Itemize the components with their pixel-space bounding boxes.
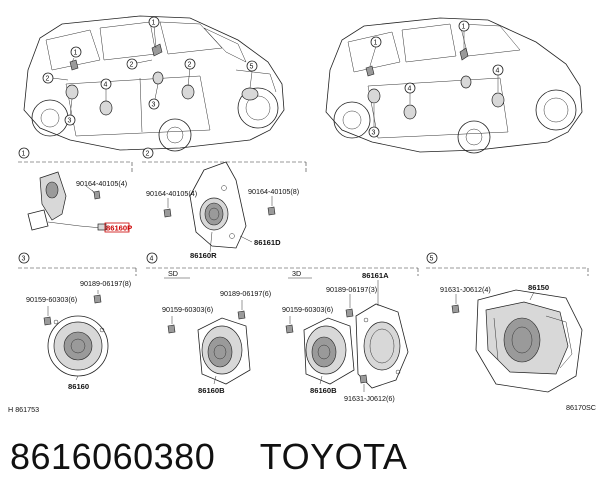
callout-4: 4 bbox=[496, 68, 500, 75]
section-number-5: 5 bbox=[430, 256, 434, 263]
footer: 8616060380 TOYOTA bbox=[10, 436, 407, 478]
brand-name: TOYOTA bbox=[259, 436, 408, 477]
section-1: 1 90164-40105(4) 86160P bbox=[18, 147, 133, 233]
part-label-86161D: 86161D bbox=[254, 238, 281, 247]
part-label-90164-40105-4-b: 90164-40105(4) bbox=[146, 189, 197, 198]
callout-5: 5 bbox=[250, 64, 254, 71]
section-5: 5 91631-J0612(4) 86150 bbox=[426, 252, 589, 393]
part-label-90189-06197-6: 90189-06197(6) bbox=[220, 289, 271, 298]
callout-3: 3 bbox=[152, 102, 156, 109]
part-number: 8616060380 bbox=[10, 436, 216, 477]
section-3: 3 90189-06197(8) 90159-60303(6) 86160 bbox=[18, 252, 137, 391]
part-label-86161A: 86161A bbox=[362, 271, 389, 280]
part-label-86160P: 86160P bbox=[106, 224, 132, 233]
section-number-2: 2 bbox=[146, 151, 150, 158]
parts-diagram: 1 2 3 2 4 5 3 2 1 1 1 3 4 bbox=[8, 15, 596, 414]
section-4: 4 SD 3D 90189-06197(6) 90159-60303(6) 86… bbox=[146, 252, 419, 403]
callout-2: 2 bbox=[188, 62, 192, 69]
part-label-90189-06197-8: 90189-06197(8) bbox=[80, 279, 131, 288]
section-2: 2 90164-40105(4) 90164-40105(8) 86160R 8… bbox=[142, 147, 307, 260]
callout-1: 1 bbox=[462, 24, 466, 31]
variant-3d-label: 3D bbox=[292, 269, 301, 278]
callout-1: 1 bbox=[374, 40, 378, 47]
vehicle-left bbox=[23, 15, 285, 152]
part-label-86160B: 86160B bbox=[198, 386, 225, 395]
section-number-4: 4 bbox=[150, 256, 154, 263]
section-number-1: 1 bbox=[22, 151, 26, 158]
callout-4: 4 bbox=[408, 86, 412, 93]
part-label-91631-J0612-6: 91631-J0612(6) bbox=[344, 394, 395, 403]
part-label-86160: 86160 bbox=[68, 382, 89, 391]
callout-1: 1 bbox=[74, 50, 78, 57]
vehicle-right bbox=[325, 17, 583, 154]
callout-2: 2 bbox=[130, 62, 134, 69]
part-label-90164-40105-8: 90164-40105(8) bbox=[248, 187, 299, 196]
part-label-86160B-b: 86160B bbox=[310, 386, 337, 395]
part-label-90159-60303-6: 90159-60303(6) bbox=[26, 295, 77, 304]
part-label-91631-J0612-4: 91631-J0612(4) bbox=[440, 285, 491, 294]
diagram-code-left: H 861753 bbox=[8, 405, 39, 414]
diagram-code-right: 86170SC bbox=[566, 403, 596, 412]
callout-1: 1 bbox=[152, 20, 156, 27]
part-label-90189-06197-3: 90189-06197(3) bbox=[326, 285, 377, 294]
callout-3: 3 bbox=[68, 118, 72, 125]
part-label-90159-60303-6-c: 90159-60303(6) bbox=[282, 305, 333, 314]
section-number-3: 3 bbox=[22, 256, 26, 263]
callout-4: 4 bbox=[104, 82, 108, 89]
part-label-86160R: 86160R bbox=[190, 251, 217, 260]
part-label-90159-60303-6-b: 90159-60303(6) bbox=[162, 305, 213, 314]
part-label-90164-40105-4: 90164-40105(4) bbox=[76, 179, 127, 188]
callouts-left: 1 2 3 2 4 5 3 2 1 bbox=[42, 16, 258, 126]
callout-2: 2 bbox=[46, 76, 50, 83]
part-label-86150: 86150 bbox=[528, 283, 549, 292]
callouts-right: 1 1 3 4 4 bbox=[368, 20, 504, 138]
variant-sd-label: SD bbox=[168, 269, 178, 278]
callout-3: 3 bbox=[372, 130, 376, 137]
